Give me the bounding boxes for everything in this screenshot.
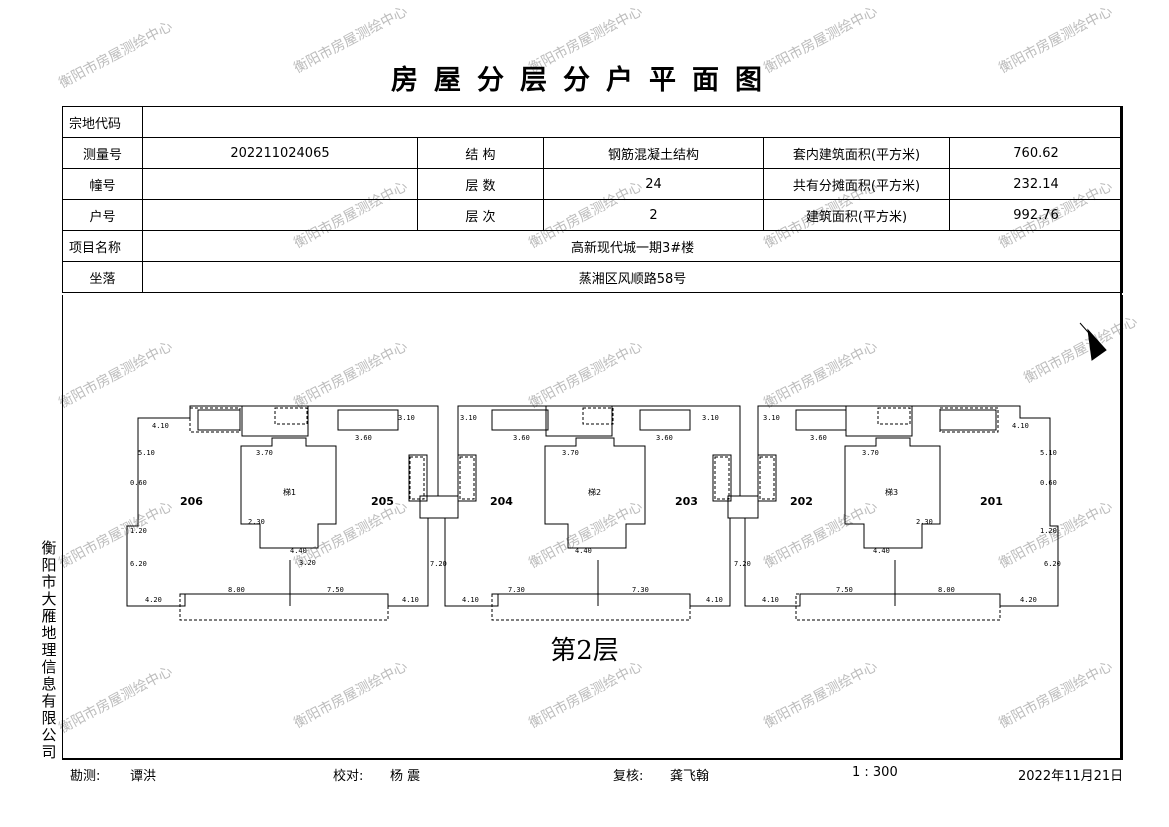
floor-value: 2 [543, 199, 764, 231]
svg-text:6.20: 6.20 [1044, 560, 1061, 568]
svg-text:2.30: 2.30 [248, 518, 265, 526]
svg-text:8.00: 8.00 [228, 586, 245, 594]
total-area-label: 建筑面积(平方米) [763, 199, 950, 231]
svg-text:3.60: 3.60 [656, 434, 673, 442]
svg-text:3.70: 3.70 [862, 449, 879, 457]
svg-text:7.30: 7.30 [508, 586, 525, 594]
unit-label-201: 201 [980, 495, 1003, 508]
svg-text:4.10: 4.10 [706, 596, 723, 604]
unit-label-206: 206 [180, 495, 203, 508]
checker-label: 校对: [333, 769, 364, 784]
floors-value: 24 [543, 168, 764, 200]
checker-name: 杨 震 [390, 769, 421, 784]
frame-right-edge [1120, 106, 1122, 760]
surveyor-name: 谭洪 [130, 769, 157, 784]
unit-label-202: 202 [790, 495, 813, 508]
svg-text:3.20: 3.20 [299, 559, 316, 567]
company-name: 衡阳市大雁地理信息有限公司 [41, 539, 57, 761]
info-table: 宗地代码 测量号 202211024065 结 构 钢筋混凝土结构 套内建筑面积… [62, 106, 1124, 293]
scale-text: 1 : 300 [852, 765, 898, 780]
unit-label-203: 203 [675, 495, 698, 508]
svg-text:4.40: 4.40 [873, 547, 890, 555]
svg-text:3.10: 3.10 [460, 414, 477, 422]
svg-text:3.70: 3.70 [562, 449, 579, 457]
svg-text:5.10: 5.10 [138, 449, 155, 457]
structure-value: 钢筋混凝土结构 [543, 137, 764, 169]
svg-text:4.20: 4.20 [1020, 596, 1037, 604]
svg-text:4.10: 4.10 [152, 422, 169, 430]
svg-text:4.40: 4.40 [575, 547, 592, 555]
svg-text:7.30: 7.30 [632, 586, 649, 594]
parcel-code-label: 宗地代码 [62, 106, 143, 138]
inner-area-value: 760.62 [948, 137, 1124, 169]
svg-text:4.10: 4.10 [462, 596, 479, 604]
unit-label-205: 205 [371, 495, 394, 508]
svg-text:2.30: 2.30 [916, 518, 933, 526]
svg-text:4.40: 4.40 [290, 547, 307, 555]
project-label: 项目名称 [62, 230, 143, 262]
svg-text:3.60: 3.60 [810, 434, 827, 442]
svg-text:3.10: 3.10 [398, 414, 415, 422]
svg-text:4.20: 4.20 [145, 596, 162, 604]
shared-area-value: 232.14 [948, 168, 1124, 200]
page-title: 房屋分层分户平面图 [391, 65, 778, 96]
stair-label-3: 梯3 [885, 487, 898, 497]
svg-text:4.10: 4.10 [1012, 422, 1029, 430]
total-area-value: 992.76 [948, 199, 1124, 231]
date-text: 2022年11月21日 [1018, 769, 1124, 784]
stair-label-1: 梯1 [283, 487, 296, 497]
svg-text:4.10: 4.10 [762, 596, 779, 604]
surveyor-label: 勘测: [70, 769, 101, 784]
unit-label-204: 204 [490, 495, 513, 508]
svg-text:3.60: 3.60 [355, 434, 372, 442]
svg-text:5.10: 5.10 [1040, 449, 1057, 457]
svg-text:0.60: 0.60 [130, 479, 147, 487]
svg-text:7.50: 7.50 [327, 586, 344, 594]
svg-text:7.20: 7.20 [734, 560, 751, 568]
building-label: 幢号 [62, 168, 143, 200]
reviewer-label: 复核: [613, 769, 644, 784]
stair-label-2: 梯2 [588, 487, 601, 497]
frame-bottom-edge [62, 758, 1122, 760]
svg-text:1.20: 1.20 [1040, 527, 1057, 535]
svg-text:6.20: 6.20 [130, 560, 147, 568]
svg-text:4.10: 4.10 [402, 596, 419, 604]
svg-text:3.60: 3.60 [513, 434, 530, 442]
svg-text:3.10: 3.10 [702, 414, 719, 422]
svg-text:7.20: 7.20 [430, 560, 447, 568]
reviewer-name: 龚飞翰 [670, 769, 710, 784]
floor-label-text: 第2层 [550, 636, 619, 666]
svg-text:1.20: 1.20 [130, 527, 147, 535]
svg-text:7.50: 7.50 [836, 586, 853, 594]
svg-text:3.70: 3.70 [256, 449, 273, 457]
svg-text:3.10: 3.10 [763, 414, 780, 422]
location-value: 蒸湘区风顺路58号 [141, 261, 1124, 293]
svg-text:8.00: 8.00 [938, 586, 955, 594]
svg-text:0.60: 0.60 [1040, 479, 1057, 487]
